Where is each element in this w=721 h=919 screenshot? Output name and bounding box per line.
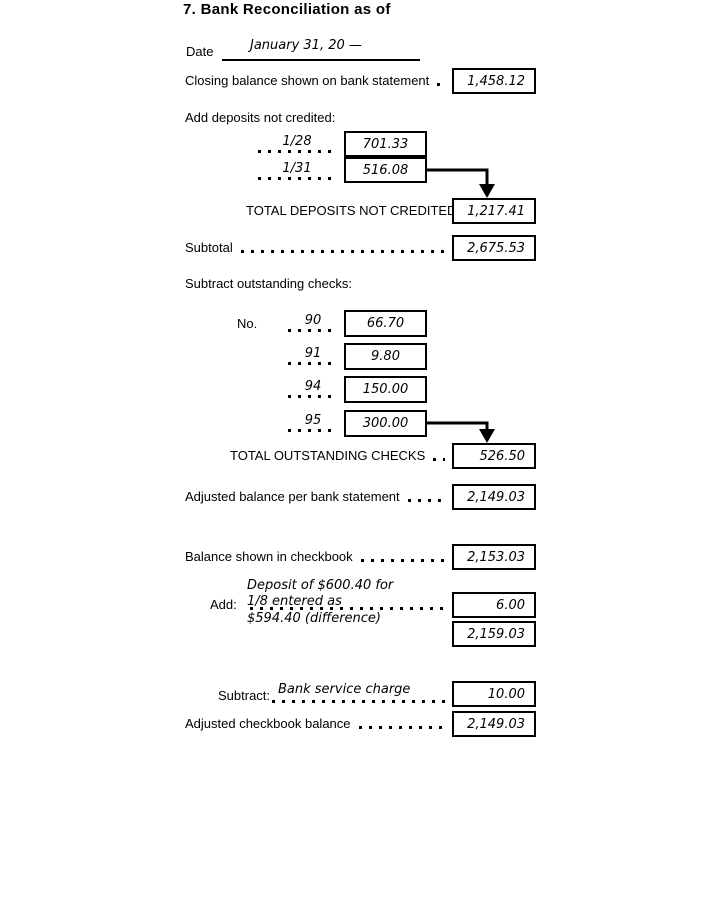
check-number-field: 94: [288, 379, 338, 398]
check-amount: 9.80: [371, 349, 400, 364]
dotted-leader: [433, 458, 445, 461]
deposit-date: 1/31: [282, 161, 312, 176]
deposit-amount: 701.33: [362, 136, 409, 152]
closing-balance-label: Closing balance shown on bank statement: [185, 73, 430, 88]
check-amount-box: 66.70: [344, 310, 427, 337]
dotted-leader: [288, 395, 338, 398]
dotted-leader: [288, 362, 338, 365]
dotted-leader: [272, 700, 447, 703]
check-number-field: 90: [288, 313, 338, 332]
adjusted-checkbook-balance-label: Adjusted checkbook balance: [185, 716, 351, 731]
deposit-date: 1/28: [282, 134, 312, 149]
running-total-value: 2,159.03: [467, 626, 525, 642]
total-deposits-label: TOTAL DEPOSITS NOT CREDITED: [246, 203, 457, 218]
total-checks-row: TOTAL OUTSTANDING CHECKS: [230, 447, 447, 463]
check-amount-box: 150.00: [344, 376, 427, 403]
closing-balance-box: 1,458.12: [452, 68, 536, 94]
date-label: Date: [186, 44, 214, 59]
adjusted-bank-balance-row: Adjusted balance per bank statement: [185, 488, 447, 504]
add-adjustment-label: Add:: [210, 597, 237, 612]
add-adjustment-note-line1: Deposit of $600.40 for: [247, 578, 394, 593]
subtotal-row: Subtotal: [185, 239, 447, 255]
check-amount: 150.00: [362, 382, 409, 397]
date-value: January 31, 20 —: [250, 38, 362, 53]
total-deposits-row: TOTAL DEPOSITS NOT CREDITED: [246, 202, 456, 218]
dotted-leader: [240, 250, 445, 253]
dotted-leader: [288, 329, 338, 332]
checkbook-balance-row: Balance shown in checkbook: [185, 548, 447, 564]
subtract-adjustment-label: Subtract:: [218, 688, 271, 703]
running-total-box: 2,159.03: [452, 621, 536, 647]
total-deposits-box: 1,217.41: [452, 198, 536, 224]
check-number-field: 95: [288, 413, 338, 432]
add-adjustment-value: 6.00: [496, 597, 525, 613]
subtract-adjustment-note: Bank service charge: [278, 682, 411, 697]
checkbook-balance-value: 2,153.03: [467, 549, 525, 565]
total-checks-value: 526.50: [479, 448, 526, 464]
deposit-date-field: 1/31: [258, 161, 336, 180]
check-amount-box: 9.80: [344, 343, 427, 370]
dotted-leader: [360, 559, 445, 562]
checkbook-balance-label: Balance shown in checkbook: [185, 549, 353, 564]
checks-heading: Subtract outstanding checks:: [185, 276, 352, 291]
add-adjustment-note-line3: $594.40 (difference): [247, 611, 382, 626]
checks-no-label: No.: [237, 316, 258, 331]
total-checks-label: TOTAL OUTSTANDING CHECKS: [230, 448, 426, 463]
check-number-field: 91: [288, 346, 338, 365]
deposit-amount: 516.08: [362, 162, 409, 178]
dotted-leader: [250, 607, 447, 610]
dotted-leader: [258, 177, 336, 180]
add-adjustment-note-line2: 1/8 entered as: [247, 594, 342, 609]
deposit-amount-box: 516.08: [344, 157, 427, 183]
dotted-leader: [288, 429, 338, 432]
adjusted-checkbook-balance-value: 2,149.03: [467, 716, 525, 732]
deposit-amount-box: 701.33: [344, 131, 427, 157]
closing-balance-value: 1,458.12: [467, 73, 525, 89]
checks-flow-arrow-icon: [427, 421, 495, 443]
subtotal-value: 2,675.53: [467, 240, 525, 256]
subtotal-box: 2,675.53: [452, 235, 536, 261]
dotted-leader: [407, 499, 445, 502]
total-deposits-value: 1,217.41: [467, 203, 525, 219]
date-underline: [222, 59, 420, 61]
adjusted-bank-balance-box: 2,149.03: [452, 484, 536, 510]
add-adjustment-box: 6.00: [452, 592, 536, 618]
adjusted-checkbook-balance-row: Adjusted checkbook balance: [185, 715, 447, 731]
subtract-adjustment-value: 10.00: [487, 686, 525, 702]
deposits-heading: Add deposits not credited:: [185, 110, 336, 125]
adjusted-bank-balance-label: Adjusted balance per bank statement: [185, 489, 400, 504]
check-amount: 66.70: [366, 316, 405, 331]
page-title: 7. Bank Reconciliation as of: [183, 1, 391, 18]
adjusted-bank-balance-value: 2,149.03: [467, 489, 525, 505]
check-number: 90: [304, 313, 322, 328]
checkbook-balance-box: 2,153.03: [452, 544, 536, 570]
dotted-leader: [258, 150, 336, 153]
deposits-flow-arrow-icon: [427, 168, 495, 198]
check-amount-box: 300.00: [344, 410, 427, 437]
check-number: 91: [304, 346, 322, 361]
check-number: 94: [304, 379, 322, 394]
check-number: 95: [304, 413, 322, 428]
dotted-leader: [358, 726, 445, 729]
dotted-leader: [437, 83, 445, 86]
adjusted-checkbook-balance-box: 2,149.03: [452, 711, 536, 737]
total-checks-box: 526.50: [452, 443, 536, 469]
deposit-date-field: 1/28: [258, 134, 336, 153]
closing-balance-row: Closing balance shown on bank statement: [185, 72, 447, 88]
subtotal-label: Subtotal: [185, 240, 233, 255]
subtract-adjustment-box: 10.00: [452, 681, 536, 707]
check-amount: 300.00: [362, 416, 409, 431]
